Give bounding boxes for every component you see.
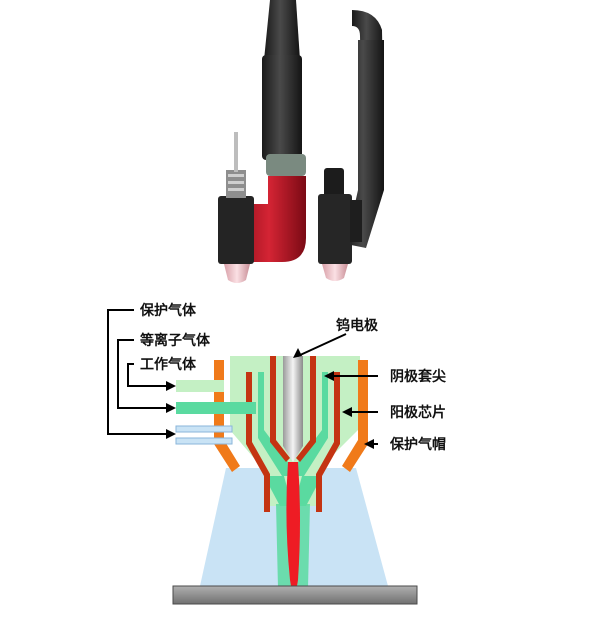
ceramic-nozzle-right bbox=[322, 264, 348, 281]
shield-cap-right bbox=[342, 360, 368, 472]
tungsten-electrode bbox=[283, 356, 303, 462]
working-gas-inlet bbox=[176, 380, 224, 392]
label-anode-chip: 阳极芯片 bbox=[390, 404, 446, 421]
handle-right bbox=[346, 40, 384, 248]
torch-photo-left bbox=[218, 0, 306, 283]
back-cap-right bbox=[324, 168, 344, 198]
label-shield-cap: 保护气帽 bbox=[389, 436, 446, 453]
label-working-gas: 工作气体 bbox=[140, 356, 197, 373]
cathode-tip-right bbox=[296, 356, 316, 462]
workpiece-plate bbox=[172, 585, 418, 605]
electrode-rod bbox=[234, 132, 238, 172]
label-cathode-tip: 阴极套尖 bbox=[390, 368, 446, 385]
handle-left bbox=[262, 55, 302, 160]
anode-chip-right bbox=[316, 372, 340, 512]
plasma-arc bbox=[286, 462, 300, 604]
shield-gas-inlet-1 bbox=[175, 425, 233, 433]
ceramic-nozzle-left bbox=[224, 264, 250, 283]
arrow-heads bbox=[166, 348, 374, 449]
grip-ring bbox=[266, 154, 306, 176]
cathode-tip-left bbox=[270, 356, 290, 462]
label-shield-gas: 保护气体 bbox=[139, 302, 197, 319]
hose-left bbox=[264, 0, 300, 60]
torch-head-left bbox=[218, 196, 254, 264]
label-plasma-gas: 等离子气体 bbox=[140, 332, 211, 349]
cross-section bbox=[172, 356, 418, 605]
plasma-gas-inlet bbox=[176, 402, 256, 414]
label-tungsten-electrode: 钨电极 bbox=[336, 317, 379, 334]
shield-gas-inlet-2 bbox=[175, 437, 233, 445]
torch-photo-right bbox=[318, 10, 384, 281]
torch-head-right bbox=[318, 194, 352, 264]
